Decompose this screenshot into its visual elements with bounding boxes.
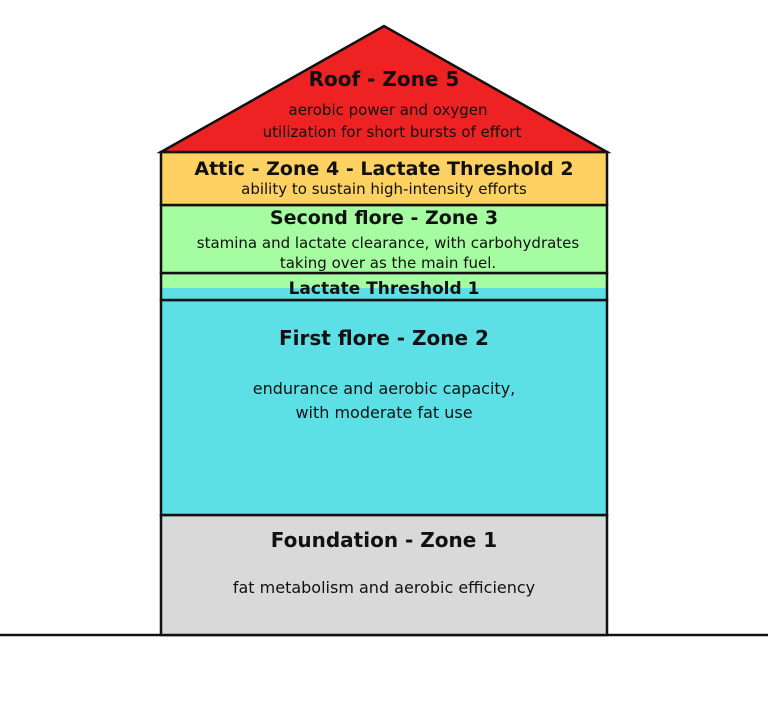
second-floor-zone: Second flore - Zone 3 stamina and lactat… <box>159 203 609 275</box>
threshold1-band: Lactate Threshold 1 <box>159 271 609 302</box>
attic-block <box>159 150 609 207</box>
first-floor-desc-line: with moderate fat use <box>295 403 472 422</box>
threshold1-title: Lactate Threshold 1 <box>289 279 480 299</box>
foundation-desc-line: fat metabolism and aerobic efficiency <box>233 578 535 597</box>
attic-desc-line: ability to sustain high-intensity effort… <box>241 180 527 198</box>
roof-title: Roof - Zone 5 <box>309 67 460 91</box>
first-floor-desc-line: endurance and aerobic capacity, <box>253 379 516 398</box>
first-floor-block <box>159 298 609 517</box>
foundation-block <box>159 513 609 637</box>
foundation-zone: Foundation - Zone 1 fat metabolism and a… <box>159 513 609 637</box>
second-floor-desc-line: taking over as the main fuel. <box>280 254 496 272</box>
second-floor-desc-line: stamina and lactate clearance, with carb… <box>197 234 580 252</box>
second-floor-title: Second flore - Zone 3 <box>270 207 498 229</box>
foundation-title: Foundation - Zone 1 <box>271 528 497 552</box>
roof-desc-line: aerobic power and oxygen <box>289 101 488 119</box>
attic-zone: Attic - Zone 4 - Lactate Threshold 2 abi… <box>159 150 609 207</box>
roof-triangle <box>156 24 612 154</box>
threshold1-top-strip <box>161 273 607 288</box>
roof-zone: Roof - Zone 5 aerobic power and oxygen u… <box>156 24 612 154</box>
first-floor-zone: First flore - Zone 2 endurance and aerob… <box>159 298 609 517</box>
first-floor-title: First flore - Zone 2 <box>279 326 489 350</box>
threshold1-bottom-strip <box>161 288 607 300</box>
attic-title: Attic - Zone 4 - Lactate Threshold 2 <box>194 158 573 180</box>
second-floor-block <box>159 203 609 275</box>
roof-desc-line: utilization for short bursts of effort <box>263 123 522 141</box>
